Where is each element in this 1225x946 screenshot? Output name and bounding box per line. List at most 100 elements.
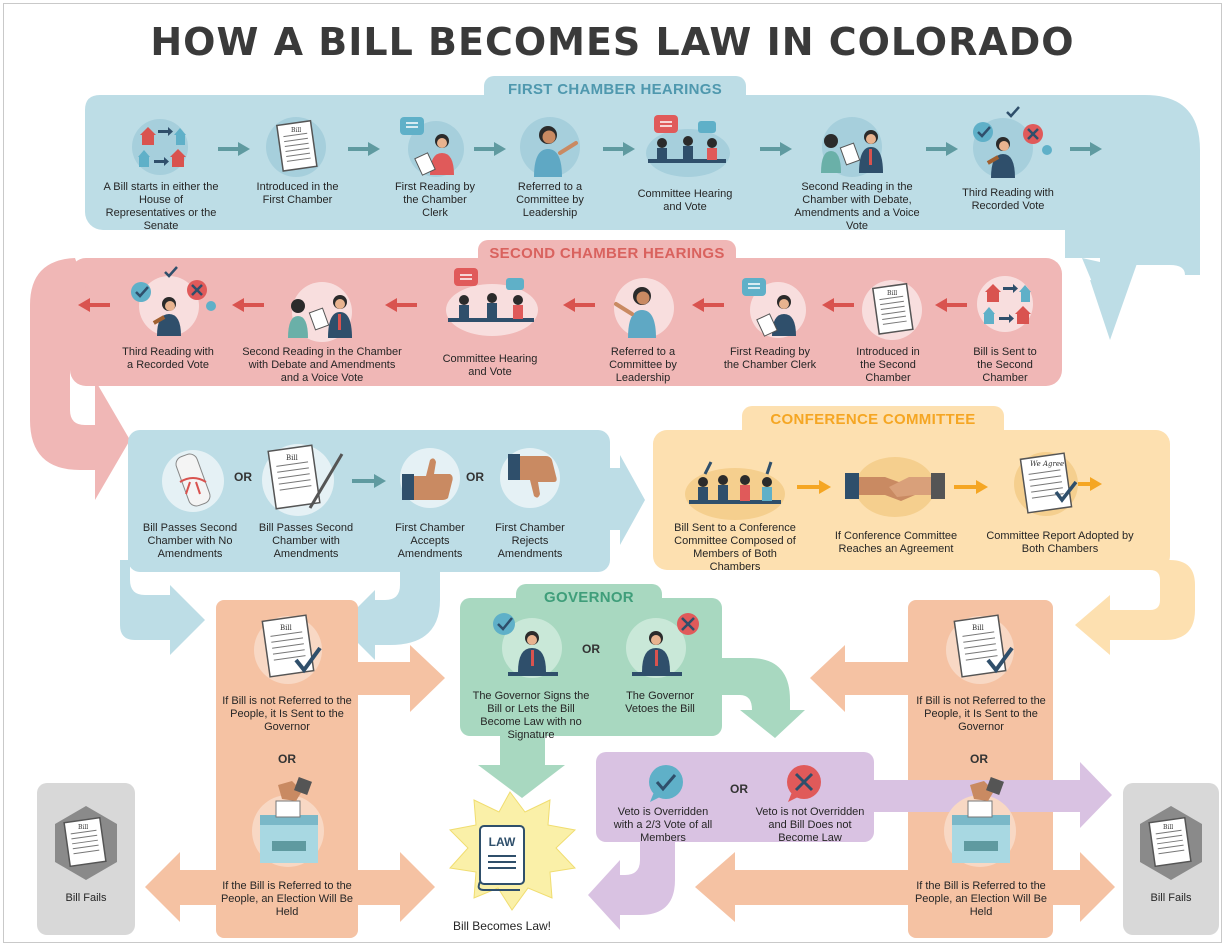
second-arrow-5 [385,298,417,312]
bill-document-icon: Bill [266,117,326,177]
veto-down-left-arrow [588,842,675,930]
second-arrow-7 [78,298,110,312]
fail-left-label: Bill Fails [65,892,107,904]
we-agree-document-icon: We Agree [1014,452,1102,516]
scroll-icon [162,450,224,512]
governor-signs-icon [493,613,562,678]
or-label: OR [234,470,252,484]
clerk-reading-icon [400,117,464,177]
handshake-icon [845,457,945,517]
left-to-law-arrow [358,852,435,922]
referral-left-election-label: If the Bill is Referred to the People, a… [220,880,354,918]
bill-amended-icon: Bill [262,444,344,516]
governor-vetoes-icon [626,613,699,678]
right-to-law-arrow [695,852,908,922]
referral-left-column [216,600,358,938]
veto-not-overridden-label: Veto is not Overridden and Bill Does not… [755,806,865,844]
second-step-2-label: Introduced in the Second Chamber [856,346,920,384]
or-label: OR [730,782,748,796]
conference-step-3-label: Committee Report Adopted by Both Chamber… [986,530,1134,555]
outcome-down-left-arrow [120,560,205,655]
page-frame [3,3,1222,943]
second-arrow-1 [935,298,967,312]
right-fail-arrow [1053,852,1115,922]
bill-signed-icon: Bill [254,614,322,684]
second-to-outcome-arrow [30,258,130,500]
conference-step-2-label: If Conference Committee Reaches an Agree… [834,530,958,555]
law-scroll-icon: LAW [477,825,525,891]
check-bubble-icon [649,765,683,802]
svg-text:We Agree: We Agree [1030,460,1064,468]
svg-text:LAW: LAW [489,835,516,849]
governor-signs-label: The Governor Signs the Bill or Lets the … [472,690,590,741]
committee-table-icon [646,115,730,177]
second-chamber-header: SECOND CHAMBER HEARINGS [478,240,736,264]
first-step-6-label: Second Reading in the Chamber with Debat… [794,181,920,232]
or-label: OR [970,752,988,766]
leader-pointing-icon [520,117,580,177]
second-arrow-2 [822,298,854,312]
conference-step-1-label: Bill Sent to a Conference Committee Comp… [674,522,796,573]
first-step-4-label: Referred to a Committee by Leadership [516,181,584,219]
referral-right-governor-label: If Bill is not Referred to the People, i… [916,695,1046,733]
x-bubble-icon [787,765,821,802]
first-arrow-7 [1070,142,1102,156]
referral-right-column [908,600,1053,938]
first-arrow-5 [760,142,792,156]
first-arrow-2 [348,142,380,156]
or-label: OR [466,470,484,484]
bill-fail-icon: Bill [55,806,117,880]
thumbs-down-icon [500,448,560,508]
conference-header: CONFERENCE COMMITTEE [742,406,1004,434]
svg-text:Bill: Bill [280,624,293,632]
house-senate-icon [132,119,188,175]
first-step-3-label: First Reading by the Chamber Clerk [394,181,476,219]
first-step-2-label: Introduced in the First Chamber [256,181,339,206]
conference-arrow-2 [954,480,988,494]
svg-text:Bill: Bill [286,454,299,462]
veto-right-arrow [874,762,1112,828]
first-arrow-4 [603,142,635,156]
first-to-second-arrow [1065,140,1200,330]
outcome-accepts-label: First Chamber Accepts Amendments [395,522,465,560]
ballot-box-icon [944,777,1016,867]
or-label: OR [582,642,600,656]
thumbs-up-icon [400,448,460,508]
page-title: HOW A BILL BECOMES LAW IN COLORADO [150,20,1075,64]
outcome-with-amend-label: Bill Passes Second Chamber with Amendmen… [258,522,354,560]
fail-right-label: Bill Fails [1150,892,1192,904]
conference-down-arrow [1075,560,1195,655]
first-arrow-3 [474,142,506,156]
house-senate-icon [977,276,1033,332]
second-arrow-6 [232,298,264,312]
first-arrow-6 [926,142,958,156]
or-label: OR [278,752,296,766]
outcome-down-right-arrow [340,560,440,660]
svg-text:Bill: Bill [1163,824,1173,831]
outcome-no-amend-label: Bill Passes Second Chamber with No Amend… [142,522,238,560]
first-step-5-label: Committee Hearing and Vote [637,188,733,213]
governor-header: GOVERNOR [516,584,662,608]
debate-icon [288,282,352,342]
bill-fail-icon: Bill [1140,806,1202,880]
left-fail-arrow [145,852,216,922]
svg-text:Bill: Bill [78,824,88,831]
outcome-arrow [352,474,386,488]
first-step-7-label: Third Reading with Recorded Vote [962,187,1054,212]
second-step-1-label: Bill is Sent to the Second Chamber [973,346,1037,384]
veto-overridden-label: Veto is Overridden with a 2/3 Vote of al… [613,806,713,844]
first-chamber-header: FIRST CHAMBER HEARINGS [484,76,746,100]
second-arrow-4 [563,298,595,312]
svg-text:Bill: Bill [887,290,897,297]
svg-text:Bill: Bill [972,624,985,632]
first-step-1-label: A Bill starts in either the House of Rep… [103,181,219,232]
outcome-to-conference-arrow [605,455,645,545]
second-step-6-label: Second Reading in the Chamber with Debat… [242,346,402,384]
recorded-vote-icon [973,106,1052,178]
governor-to-veto-arrow [720,658,805,738]
second-arrow-3 [692,298,724,312]
first-arrow-1 [218,142,250,156]
left-to-governor-arrow [358,645,445,712]
conference-arrow-1 [797,480,831,494]
outcome-panel [128,430,610,572]
